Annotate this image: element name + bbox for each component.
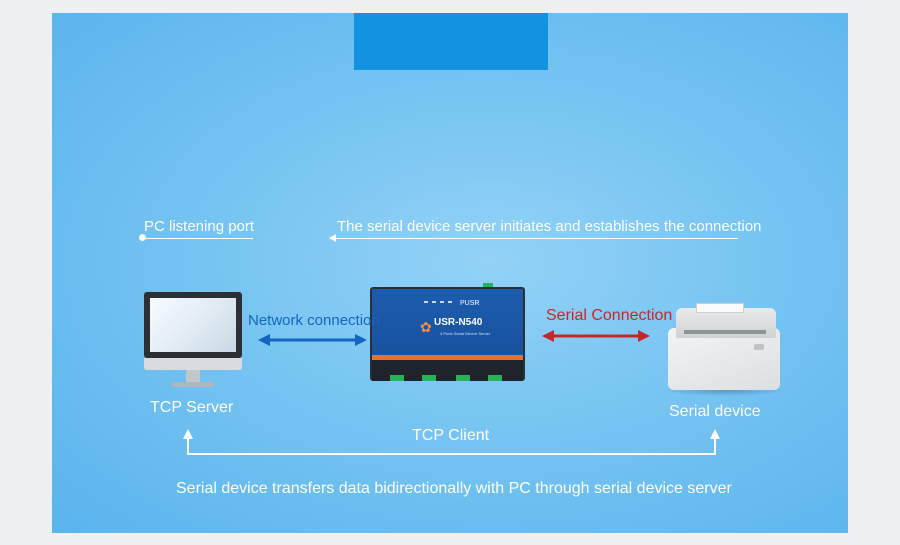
pc-monitor-icon xyxy=(144,292,242,398)
diagram-panel: PC listening port The serial device serv… xyxy=(52,13,848,533)
network-connection-label: Network connection xyxy=(248,312,380,329)
pc-listening-port-label: PC listening port xyxy=(144,218,255,235)
serial-arrow xyxy=(542,330,650,342)
tcp-client-bracket xyxy=(187,438,716,455)
device-model: USR-N540 xyxy=(434,317,483,328)
device-subtitle: 4 Ports Serial Device Server xyxy=(440,331,491,336)
serial-connection-label: Serial Connection xyxy=(546,307,673,324)
connection-arrows xyxy=(183,234,720,455)
tcp-client-label: TCP Client xyxy=(412,427,490,444)
device-brand: PUSR xyxy=(460,300,480,307)
printer-icon xyxy=(662,300,786,396)
device-logo-icon: ✿ xyxy=(420,319,432,335)
initiates-connection-underline xyxy=(336,238,738,239)
header-tab xyxy=(354,13,548,70)
tcp-server-label: TCP Server xyxy=(150,399,234,416)
serial-device-label: Serial device xyxy=(669,403,761,420)
pc-listening-port-underline xyxy=(143,238,253,239)
port-dot xyxy=(139,234,146,241)
footer-description: Serial device transfers data bidirection… xyxy=(176,480,732,497)
network-arrow xyxy=(258,334,367,346)
initiates-connection-label: The serial device server initiates and e… xyxy=(337,218,762,235)
serial-device-server-icon: PUSR ✿ USR-N540 4 Ports Serial Device Se… xyxy=(370,283,525,393)
initiates-arrow xyxy=(329,234,336,242)
